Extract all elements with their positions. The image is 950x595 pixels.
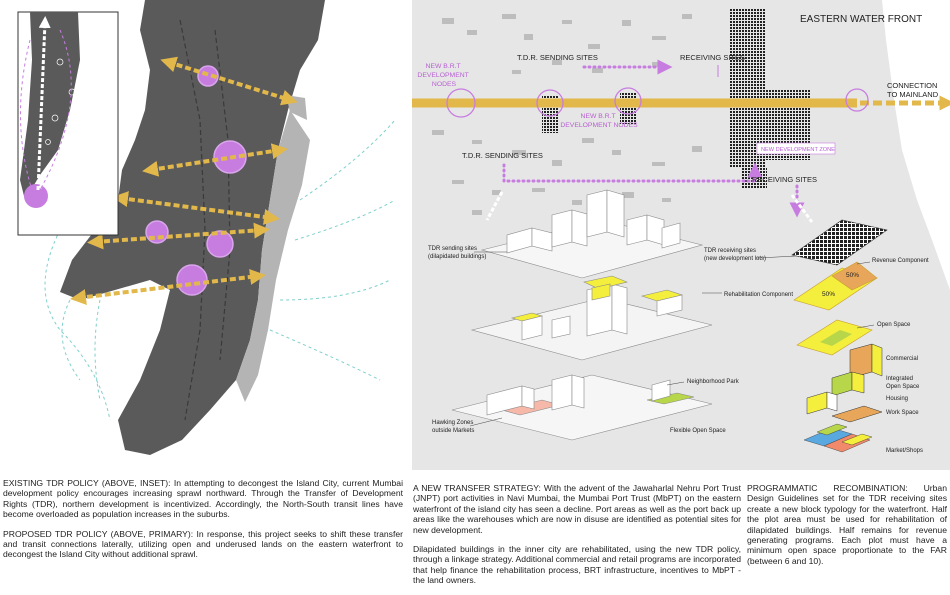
connection-label: CONNECTION TO MAINLAND	[887, 81, 940, 99]
lateral-transfer-arrow	[70, 269, 266, 305]
new-development-zone-label: NEW DEVELOPMENT ZONE	[761, 147, 835, 153]
new-transfer-strategy-caption: A NEW TRANSFER STRATEGY: With the advent…	[413, 483, 741, 535]
tdr-sending-sites-bottom-label: T.D.R. SENDING SITES	[462, 151, 543, 160]
work-space-plate	[831, 405, 883, 423]
receiving-lots-grid	[791, 219, 888, 266]
tdr-policy-map	[0, 0, 400, 460]
flexible-open-space-label: Flexible Open Space	[670, 428, 726, 434]
receiving-sites-bottom-label: RECEIVING SITES	[752, 175, 817, 184]
rehabilitation-iso	[470, 275, 713, 361]
market-shops-block	[803, 423, 873, 453]
eastern-port-block	[730, 8, 766, 168]
rehabilitation-component-label: Rehabilitation Component	[724, 292, 793, 298]
receiving-sites-top-label: RECEIVING SITES	[680, 53, 745, 62]
island-city-map	[17, 0, 396, 455]
programmatic-recombination-caption: PROGRAMMATIC RECOMBINATION: Urban Design…	[747, 483, 947, 566]
commercial-block	[849, 343, 883, 379]
brt-node-circle	[206, 230, 234, 258]
eastern-port-strip	[236, 110, 310, 402]
work-space-label: Work Space	[886, 410, 919, 416]
brt-node-circle	[446, 88, 476, 118]
housing-block	[806, 391, 838, 415]
revenue-component-label: Revenue Component	[872, 258, 929, 264]
neighborhood-park-label: Neighborhood Park	[687, 379, 740, 385]
existing-policy-inset	[17, 11, 119, 236]
brt-node-circle	[614, 87, 642, 115]
tdr-sending-sites-iso	[480, 189, 704, 279]
brt-node-circle	[176, 264, 208, 296]
lateral-transfer-arrow	[87, 222, 270, 250]
brt-node-circle	[536, 89, 564, 117]
dilapidated-buildings-caption: Dilapidated buildings in the inner city …	[413, 544, 742, 586]
revenue-component-plate	[831, 261, 878, 291]
housing-label: Housing	[886, 396, 908, 402]
hawking-zones-label: Hawking Zones outside Markets	[432, 420, 475, 434]
tdr-transfer-arrow-bottom	[502, 162, 763, 183]
lateral-transfer-arrow	[112, 191, 280, 225]
open-space-label: Open Space	[877, 322, 911, 328]
market-park-iso	[451, 374, 713, 441]
eastern-water-front-label: EASTERN WATER FRONT	[800, 14, 922, 25]
pct-50-a: 50%	[846, 272, 859, 279]
lateral-transfer-arrow	[160, 56, 298, 106]
tdr-sending-desc-label: TDR sending sites (dilapidated buildings…	[428, 246, 486, 260]
existing-policy-caption: EXISTING TDR POLICY (ABOVE, INSET): In a…	[3, 478, 403, 520]
strategy-svg: EASTERN WATER FRONT T.D.R. SENDING SITES…	[412, 0, 950, 454]
proposed-policy-caption: PROPOSED TDR POLICY (ABOVE, PRIMARY): In…	[3, 528, 403, 560]
market-shops-label: Market/Shops	[886, 448, 923, 454]
tdr-sending-sites-top-label: T.D.R. SENDING SITES	[517, 53, 598, 62]
left-captions: EXISTING TDR POLICY (ABOVE, INSET): In a…	[3, 478, 403, 569]
pct-50-b: 50%	[822, 291, 835, 298]
commercial-label: Commercial	[886, 356, 918, 362]
tdr-sending-block	[620, 92, 636, 124]
urban-fabric	[432, 14, 702, 215]
brt-node-circle	[845, 88, 869, 112]
right-captions: PROGRAMMATIC RECOMBINATION: Urban Design…	[747, 483, 947, 575]
tdr-receiving-desc-label: TDR receiving sites (new development lot…	[704, 248, 766, 262]
integrated-open-space-block	[831, 371, 865, 397]
inset-node-circle	[24, 184, 48, 208]
lateral-transfer-arrow	[142, 143, 288, 177]
new-brt-nodes-mid-label: NEW B.R.T DEVELOPMENT NODES	[560, 113, 638, 129]
middle-captions: A NEW TRANSFER STRATEGY: With the advent…	[413, 483, 741, 595]
transfer-strategy-diagram: EASTERN WATER FRONT T.D.R. SENDING SITES…	[412, 0, 950, 470]
integrated-open-space-label: Integrated Open Space	[886, 376, 920, 390]
new-brt-nodes-left-label: NEW B.R.T DEVELOPMENT NODES	[417, 63, 470, 88]
